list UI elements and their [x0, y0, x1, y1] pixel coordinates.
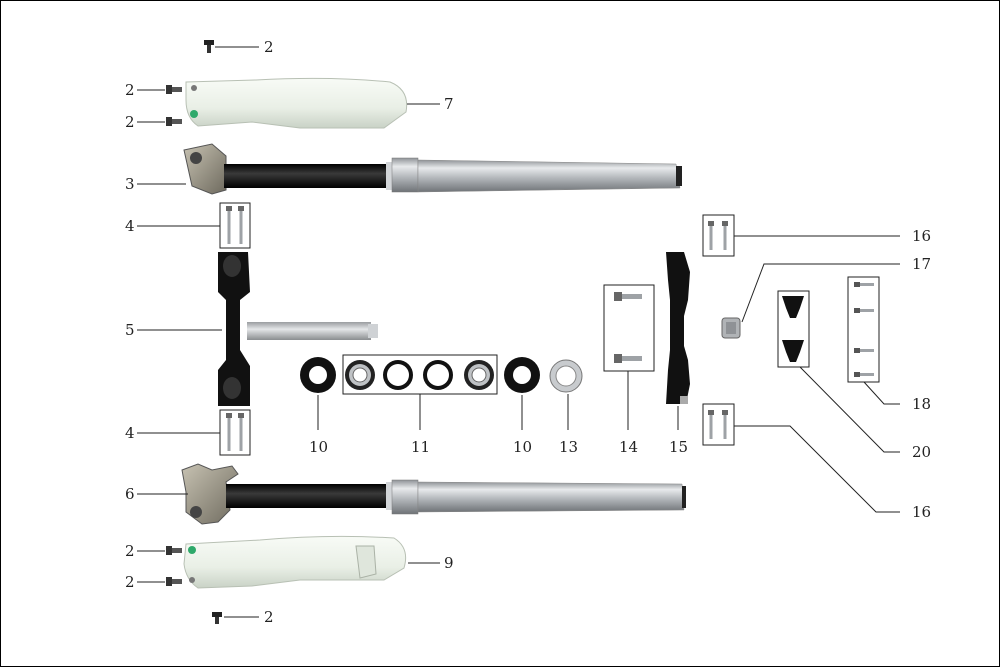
callout-16-lower: 16: [912, 503, 931, 521]
callout-2-guard-lower-b: 2: [125, 573, 135, 591]
bolt-set-14: [603, 284, 655, 372]
callout-16-upper: 16: [912, 227, 931, 245]
callout-10-right: 10: [513, 438, 532, 456]
fork-leg-lower: [181, 463, 686, 525]
leader-line: [741, 263, 900, 323]
triple-clamp-lower: [218, 252, 378, 406]
bolt-2-guard-upper-b: [166, 117, 182, 126]
dust-seal-left: [300, 357, 336, 393]
callout-2-guard-upper-a: 2: [125, 81, 135, 99]
bolt-set-16-lower: [702, 403, 735, 446]
callout-4-upper: 4: [125, 217, 135, 235]
callout-7: 7: [444, 95, 454, 113]
handlebar-clamp-set-20: [777, 290, 810, 368]
fork-leg-upper: [183, 143, 682, 195]
callout-5: 5: [125, 321, 135, 339]
callout-2-bottom: 2: [264, 608, 274, 626]
bolt-set-16-upper: [702, 214, 735, 257]
bearing-set-11: [342, 354, 498, 395]
callout-10-left: 10: [309, 438, 328, 456]
bolt-2-bottom: [212, 612, 222, 624]
leader-line: [863, 381, 900, 405]
bolt-2-top: [204, 40, 214, 53]
fork-guard-upper: [185, 77, 408, 129]
bolt-set-4-lower: [219, 409, 251, 456]
leader-line: [799, 366, 900, 453]
callout-2-guard-lower-a: 2: [125, 542, 135, 560]
bolt-2-guard-lower-b: [166, 577, 182, 586]
callout-18: 18: [912, 395, 931, 413]
stem-nut-17: [721, 317, 741, 339]
callout-20: 20: [912, 443, 931, 461]
callout-11: 11: [411, 438, 430, 456]
bolt-set-4-upper: [219, 202, 251, 249]
callout-9: 9: [444, 554, 454, 572]
callout-17: 17: [912, 255, 931, 273]
callout-2-guard-upper-b: 2: [125, 113, 135, 131]
screw-set-18: [847, 276, 880, 383]
callout-4-lower: 4: [125, 424, 135, 442]
callout-2-top: 2: [264, 38, 274, 56]
triple-clamp-upper: [666, 252, 690, 404]
steering-nut-13: [549, 359, 583, 393]
fork-guard-lower: [183, 535, 407, 589]
callout-13: 13: [559, 438, 578, 456]
bolt-2-guard-lower-a: [166, 546, 182, 555]
leader-line: [734, 425, 900, 513]
bolt-2-guard-upper-a: [166, 85, 182, 94]
callout-3: 3: [125, 175, 135, 193]
callout-6: 6: [125, 485, 135, 503]
callout-15: 15: [669, 438, 688, 456]
callout-14: 14: [619, 438, 638, 456]
dust-seal-right: [504, 357, 540, 393]
